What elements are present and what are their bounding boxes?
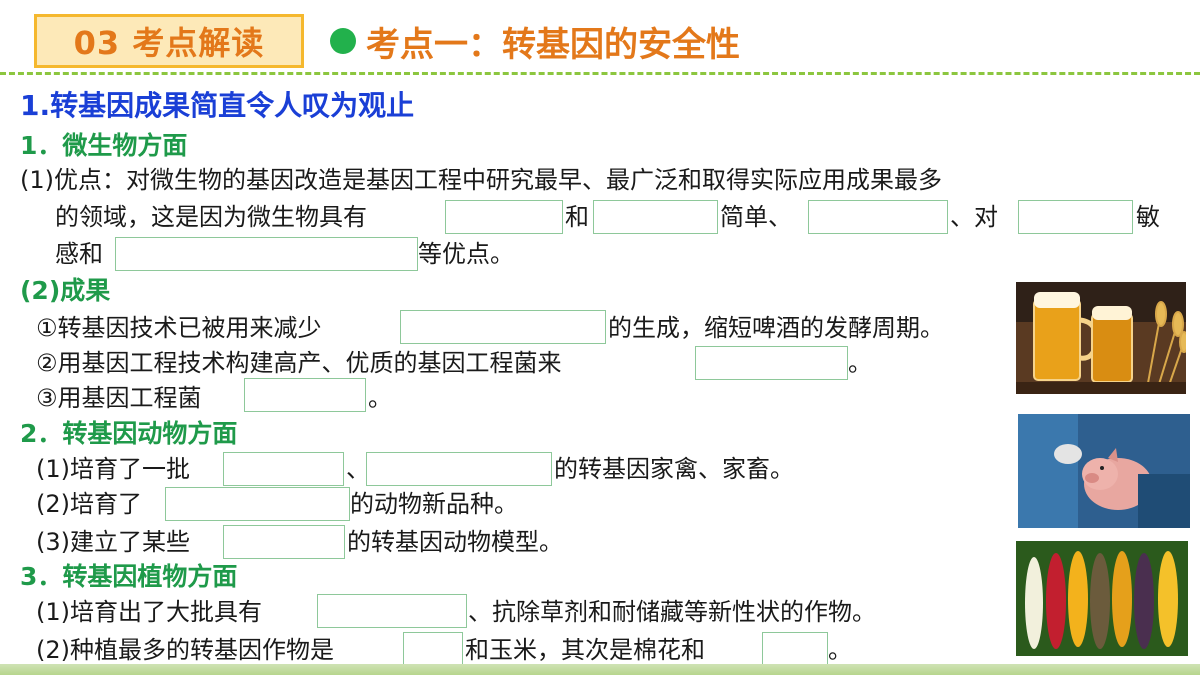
- plant-2b: 和玉米，其次是棉花和: [465, 636, 705, 664]
- animal-2a: (2)培育了: [36, 490, 142, 518]
- animal-3b: 的转基因动物模型。: [347, 528, 563, 556]
- dashed-divider: [0, 72, 1200, 75]
- section-2-heading: 2．转基因动物方面: [20, 419, 238, 448]
- s1-sub-heading: (2)成果: [20, 276, 111, 305]
- animal-1a: (1)培育了一批: [36, 455, 190, 483]
- result-1b: 的生成，缩短啤酒的发酵周期。: [608, 314, 944, 342]
- fill-blank-5[interactable]: [115, 237, 418, 271]
- animal-2b: 的动物新品种。: [350, 490, 518, 518]
- footer-bar: [0, 664, 1200, 675]
- result-3a: ③用基因工程菌: [36, 384, 202, 412]
- fill-blank-15[interactable]: [762, 632, 828, 666]
- piglet-image: [1018, 414, 1190, 528]
- fill-blank-6[interactable]: [400, 310, 606, 344]
- plant-1b: 、抗除草剂和耐储藏等新性状的作物。: [468, 598, 876, 626]
- result-2b: 。: [848, 349, 872, 377]
- result-2a: ②用基因工程技术构建高产、优质的基因工程菌来: [36, 349, 562, 377]
- s1-line-3b: 等优点。: [418, 240, 514, 268]
- s1-line-2e: 敏: [1136, 203, 1160, 231]
- plant-2c: 。: [828, 636, 852, 664]
- section-badge-label: 03 考点解读: [73, 24, 265, 62]
- fill-blank-4[interactable]: [1018, 200, 1133, 234]
- fill-blank-12[interactable]: [223, 525, 345, 559]
- topic-title: 考点一：转基因的安全性: [366, 24, 740, 65]
- s1-paragraph-line-1: (1)优点：对微生物的基因改造是基因工程中研究最早、最广泛和取得实际应用成果最多: [20, 166, 942, 194]
- main-title: 1.转基因成果简直令人叹为观止: [20, 89, 415, 122]
- fill-blank-9[interactable]: [223, 452, 344, 486]
- fill-blank-13[interactable]: [317, 594, 467, 628]
- beer-image: [1016, 282, 1186, 394]
- s1-line-3a: 感和: [55, 240, 103, 268]
- plant-1a: (1)培育出了大批具有: [36, 598, 262, 626]
- bullet-dot-icon: [330, 28, 356, 54]
- plant-2a: (2)种植最多的转基因作物是: [36, 636, 334, 664]
- s1-line-2b: 和: [565, 203, 589, 231]
- s1-line-2a: 的领域，这是因为微生物具有: [55, 203, 367, 231]
- section-1-heading: 1．微生物方面: [20, 131, 188, 160]
- section-3-heading: 3．转基因植物方面: [20, 562, 238, 591]
- fill-blank-10[interactable]: [366, 452, 552, 486]
- fill-blank-11[interactable]: [165, 487, 350, 521]
- result-1a: ①转基因技术已被用来减少: [36, 314, 322, 342]
- fill-blank-7[interactable]: [695, 346, 848, 380]
- s1-line-2d: 、对: [950, 203, 998, 231]
- section-badge: 03 考点解读: [34, 14, 304, 68]
- animal-3a: (3)建立了某些: [36, 528, 190, 556]
- topic-heading: 考点一：转基因的安全性: [330, 14, 740, 68]
- s1-line-2c: 简单、: [720, 203, 792, 231]
- corn-image: [1016, 541, 1188, 656]
- fill-blank-3[interactable]: [808, 200, 948, 234]
- fill-blank-8[interactable]: [244, 378, 366, 412]
- fill-blank-1[interactable]: [445, 200, 563, 234]
- fill-blank-14[interactable]: [403, 632, 463, 666]
- fill-blank-2[interactable]: [593, 200, 718, 234]
- result-3b: 。: [368, 384, 392, 412]
- animal-1c: 的转基因家禽、家畜。: [554, 455, 794, 483]
